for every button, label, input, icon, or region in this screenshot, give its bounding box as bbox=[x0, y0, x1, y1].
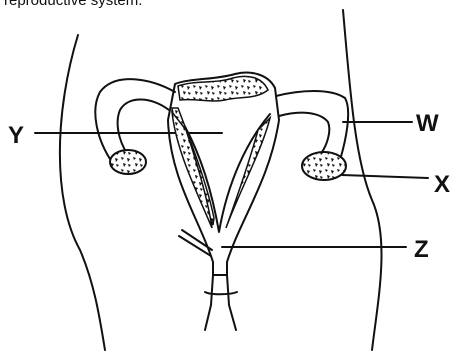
right-ovary bbox=[302, 152, 346, 180]
label-w: W bbox=[416, 110, 439, 137]
left-ovary bbox=[110, 150, 146, 174]
label-x: X bbox=[434, 171, 450, 198]
right-tube-inner bbox=[279, 113, 329, 152]
vaginal-opening bbox=[205, 292, 237, 294]
leader-line-x bbox=[342, 175, 428, 178]
vagina-tube bbox=[205, 275, 213, 330]
label-z: Z bbox=[414, 236, 429, 263]
left-tube-inner bbox=[118, 100, 169, 156]
label-y: Y bbox=[8, 122, 24, 149]
body-outline-right bbox=[343, 10, 382, 350]
uterus-outer-wall bbox=[168, 73, 279, 275]
body-outline-left bbox=[60, 35, 105, 350]
vagina-tube-right bbox=[227, 275, 236, 330]
right-tube-outer bbox=[276, 91, 348, 160]
left-tube-outer bbox=[95, 79, 175, 162]
